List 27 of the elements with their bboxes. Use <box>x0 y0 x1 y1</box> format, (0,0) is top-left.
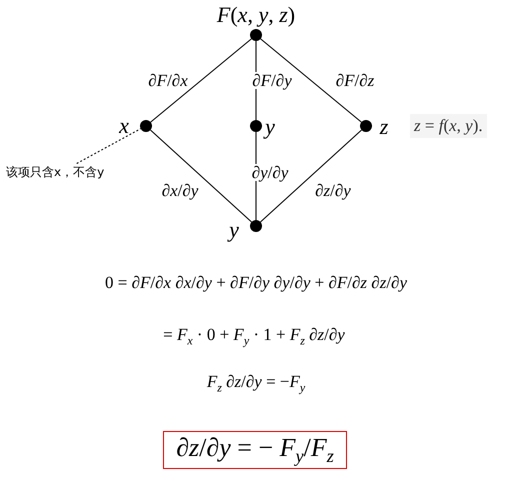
connector-line <box>260 130 362 222</box>
function-definition: z = f(x, y). <box>410 114 487 138</box>
variable-label: y <box>265 116 275 138</box>
edge-label: ∂y/∂y <box>252 164 288 180</box>
node-dot <box>140 120 152 132</box>
result-formula-box: ∂z/∂y = − F$_{y}$/F$_{z}$ <box>163 430 347 470</box>
edge-label: ∂x/∂y <box>162 182 198 198</box>
variable-label: z <box>380 116 388 138</box>
connector-line <box>260 38 362 123</box>
edge-label: ∂z/∂y <box>315 182 351 198</box>
variable-label: x <box>119 115 129 137</box>
edge-label: ∂F/∂x <box>148 72 188 88</box>
node-dot <box>250 220 262 232</box>
node-dot <box>250 120 262 132</box>
edge-label: ∂F/∂z <box>336 72 374 88</box>
variable-label: y <box>229 219 239 241</box>
equation: F$_{z}$ ∂z/∂y = −F$_{y}$ <box>206 373 306 395</box>
variable-label: F(x, y, z) <box>216 4 296 26</box>
equation: 0 = ∂F/∂x ∂x/∂y + ∂F/∂y ∂y/∂y + ∂F/∂z ∂z/∂y <box>105 274 407 290</box>
edge-label: ∂F/∂y <box>252 72 292 88</box>
connector-line <box>150 130 252 222</box>
connector-line <box>150 38 252 123</box>
connector-line <box>76 128 142 164</box>
node-dot <box>250 29 262 41</box>
annotation-note: 该项只含x，不含y <box>6 164 104 180</box>
equation: = F$_{x}$ · 0 + F$_{y}$ · 1 + F$_{z}$ ∂z/∂y <box>163 326 345 348</box>
node-dot <box>360 120 372 132</box>
